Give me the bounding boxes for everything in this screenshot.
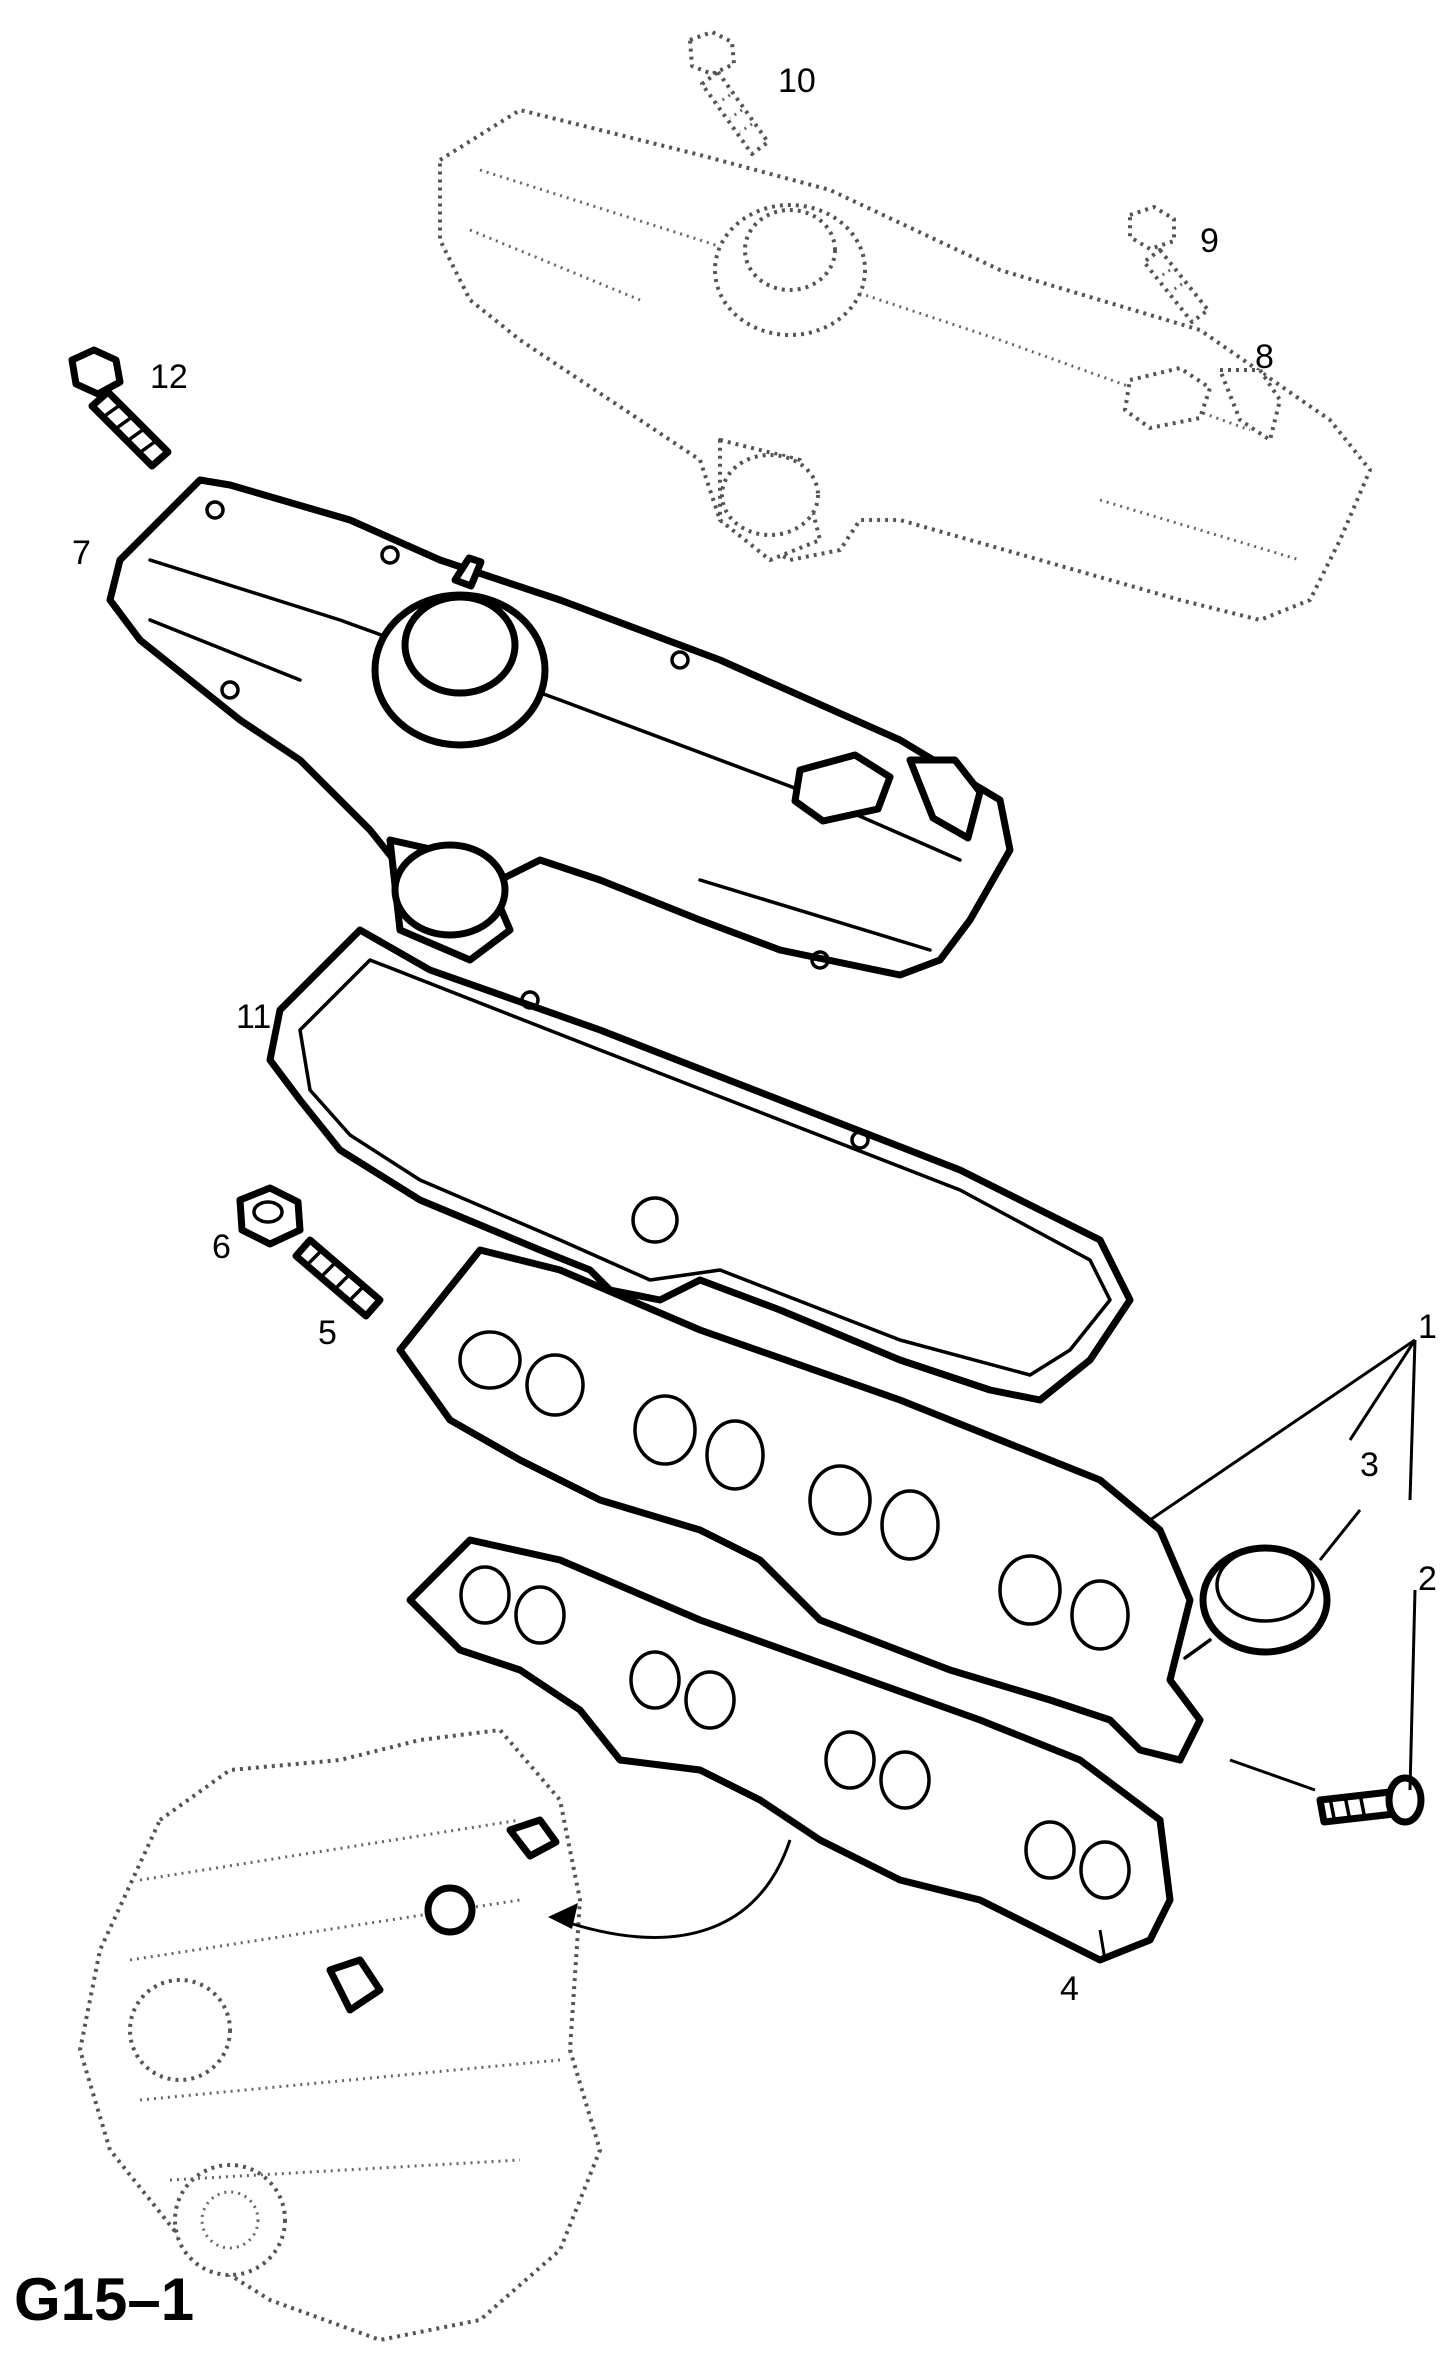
bolt-9 [1128,205,1210,324]
bolt-12 [68,346,172,470]
callout-5: 5 [318,1314,337,1352]
stud-5 [292,1236,384,1320]
location-arrowhead [548,1903,578,1929]
location-arrow [559,1839,792,1939]
engine-location-view [78,1728,602,2342]
callout-3: 3 [1360,1446,1379,1484]
bolt-10 [688,30,770,156]
callout-10: 10 [778,62,816,100]
callout-11: 11 [236,998,272,1036]
gasket-4 [406,1536,1174,1964]
nut-6 [236,1184,304,1248]
callout-8: 8 [1255,338,1274,376]
callout-12: 12 [150,358,188,396]
gasket-11 [266,926,1134,1404]
upper-manifold-ghost [438,108,1372,622]
intake-manifold-7 [106,476,1014,979]
callout-6: 6 [212,1228,231,1266]
callout-1: 1 [1418,1308,1437,1346]
callout-2: 2 [1418,1560,1437,1598]
callout-leaders [1098,1338,1417,1961]
figure-code: G15–1 [14,2266,195,2333]
screw-2 [1316,1774,1425,1826]
callout-9: 9 [1200,222,1219,260]
gasket-assembly-1 [396,1246,1331,1764]
callout-4: 4 [1060,1970,1079,2008]
callout-7: 7 [72,534,91,572]
